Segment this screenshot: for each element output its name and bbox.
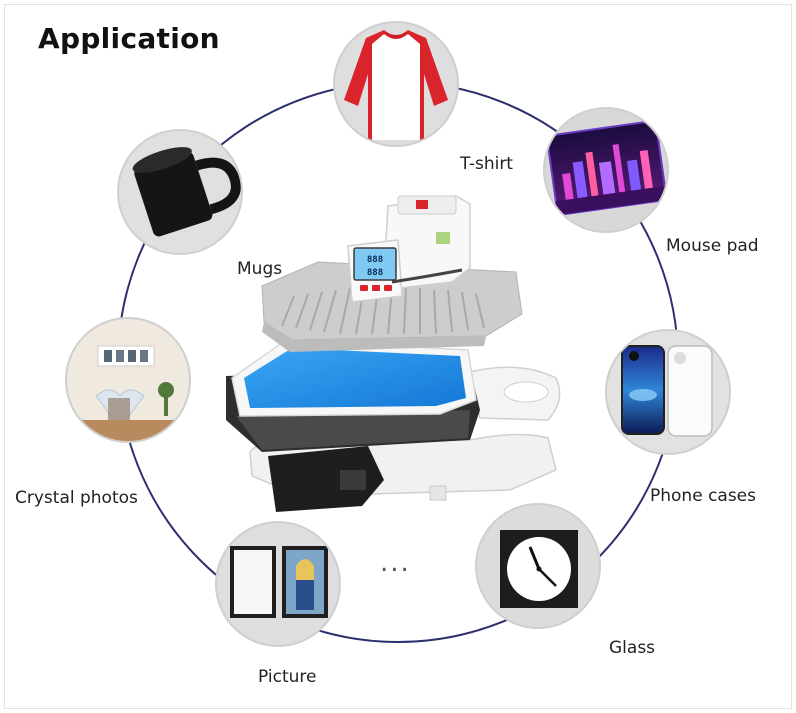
heat-press-machine: 888 888	[226, 195, 561, 512]
page-title: Application	[38, 22, 220, 55]
mug-icon	[117, 129, 243, 255]
phone-case-icon	[605, 329, 731, 455]
label-mugs: Mugs	[237, 259, 283, 279]
label-tshirt: T-shirt	[460, 154, 513, 174]
picture-icon	[215, 521, 341, 647]
display-top: 888	[367, 255, 383, 265]
label-crystal-photos: Crystal photos	[15, 488, 138, 508]
label-glass: Glass	[609, 638, 656, 658]
ellipsis: ...	[380, 548, 411, 578]
crystal-photo-icon	[65, 317, 191, 443]
clock-glass-icon	[475, 503, 601, 629]
label-mouse-pad: Mouse pad	[666, 236, 759, 256]
label-phone-cases: Phone cases	[650, 486, 757, 506]
mouse-pad-icon	[543, 107, 669, 233]
display-bottom: 888	[367, 268, 383, 278]
tshirt-icon	[333, 21, 459, 147]
label-picture: Picture	[258, 667, 317, 687]
